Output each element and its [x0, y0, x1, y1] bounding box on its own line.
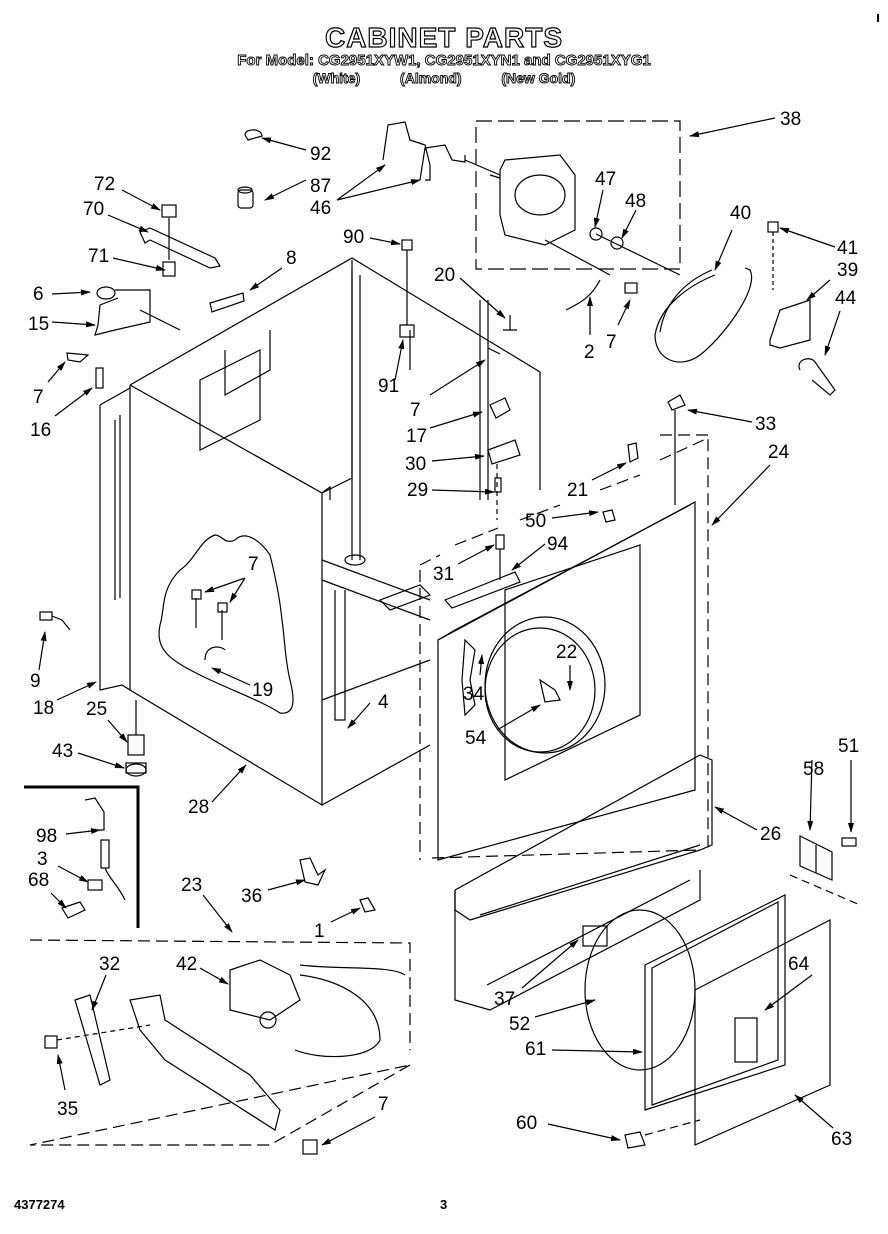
callout-25: 25 — [86, 699, 107, 720]
motor-area — [382, 120, 836, 396]
burner-assembly — [29, 939, 411, 1155]
callout-36: 36 — [241, 886, 262, 907]
color-new-gold: (New Gold) — [501, 70, 576, 87]
color-white: (White) — [312, 70, 361, 87]
model-numbers: For Model: CG2951XYW1, CG2951XYN1 and CG… — [237, 52, 651, 70]
callout-15: 15 — [28, 314, 49, 335]
page-number: 3 — [440, 1197, 448, 1212]
callout-42: 42 — [176, 954, 197, 975]
callout-92: 92 — [310, 144, 331, 165]
callout-44: 44 — [835, 288, 857, 309]
callout-6: 6 — [33, 284, 44, 305]
callout-63: 63 — [831, 1129, 852, 1150]
callout-16: 16 — [30, 420, 51, 441]
callout-7-motor: 7 — [606, 332, 617, 353]
callout-58: 58 — [803, 759, 824, 780]
callout-1: 1 — [314, 921, 325, 942]
callout-23: 23 — [181, 875, 202, 896]
callout-18: 18 — [33, 698, 54, 719]
registration-mark — [877, 14, 879, 22]
callout-38: 38 — [780, 109, 801, 130]
callout-30: 30 — [405, 454, 426, 475]
callout-9: 9 — [30, 671, 41, 692]
callout-24: 24 — [768, 442, 790, 463]
callout-40: 40 — [730, 203, 751, 224]
callout-60: 60 — [516, 1113, 537, 1134]
callout-70: 70 — [83, 199, 104, 220]
toe-panel — [454, 754, 713, 921]
callout-91: 91 — [378, 376, 399, 397]
callout-7-cutaway: 7 — [248, 554, 259, 575]
callout-72: 72 — [94, 174, 115, 195]
callout-7-switch: 7 — [410, 400, 421, 421]
callout-31: 31 — [433, 564, 454, 585]
callout-61: 61 — [525, 1039, 546, 1060]
callout-87: 87 — [310, 176, 331, 197]
callout-98: 98 — [36, 826, 57, 847]
inset-box-heater-parts — [24, 785, 140, 928]
callout-28: 28 — [188, 797, 209, 818]
callout-64: 64 — [788, 954, 810, 975]
switch-parts — [419, 394, 709, 860]
model-colors: (White) (Almond) (New Gold) — [0, 70, 888, 87]
callout-7-bottom: 7 — [378, 1094, 389, 1115]
callout-32: 32 — [99, 954, 120, 975]
cabinet-body — [39, 257, 541, 807]
callout-35: 35 — [57, 1099, 78, 1120]
top-fasteners — [399, 239, 517, 355]
front-panel — [437, 500, 696, 861]
callout-52: 52 — [509, 1014, 530, 1035]
callout-54: 54 — [465, 728, 487, 749]
document-number: 4377274 — [14, 1197, 65, 1212]
callout-22: 22 — [556, 642, 577, 663]
callout-2: 2 — [584, 342, 595, 363]
callout-94: 94 — [547, 534, 569, 555]
callout-8: 8 — [286, 248, 297, 269]
color-almond: (Almond) — [400, 70, 462, 87]
callout-33: 33 — [755, 414, 776, 435]
callout-20: 20 — [434, 265, 455, 286]
callout-26: 26 — [760, 824, 781, 845]
callout-19: 19 — [252, 680, 273, 701]
small-clips — [299, 857, 376, 913]
callout-29: 29 — [407, 480, 428, 501]
callout-21: 21 — [567, 480, 588, 501]
hinge — [789, 835, 861, 906]
door-assembly — [454, 870, 831, 1149]
callout-3: 3 — [37, 849, 48, 870]
callout-37: 37 — [494, 989, 515, 1010]
callout-48: 48 — [625, 191, 646, 212]
diagram-title: CABINET PARTS — [324, 21, 564, 53]
callout-41: 41 — [837, 238, 858, 259]
callout-47: 47 — [595, 169, 616, 190]
callout-39: 39 — [837, 260, 858, 281]
callout-17: 17 — [406, 426, 427, 447]
leader-lines — [38, 117, 854, 1146]
callout-7-left: 7 — [33, 387, 44, 408]
callout-43: 43 — [52, 741, 73, 762]
callout-71: 71 — [88, 246, 109, 267]
callout-34: 34 — [463, 684, 485, 705]
callout-4: 4 — [378, 692, 389, 713]
callout-labels: 92 87 46 72 70 71 8 6 15 7 16 90 91 20 3… — [28, 109, 859, 1150]
top-left-parts — [66, 129, 263, 389]
callout-51: 51 — [838, 736, 859, 757]
callout-68: 68 — [28, 870, 49, 891]
callout-50: 50 — [525, 511, 546, 532]
callout-90: 90 — [343, 227, 364, 248]
callout-46: 46 — [310, 198, 331, 219]
